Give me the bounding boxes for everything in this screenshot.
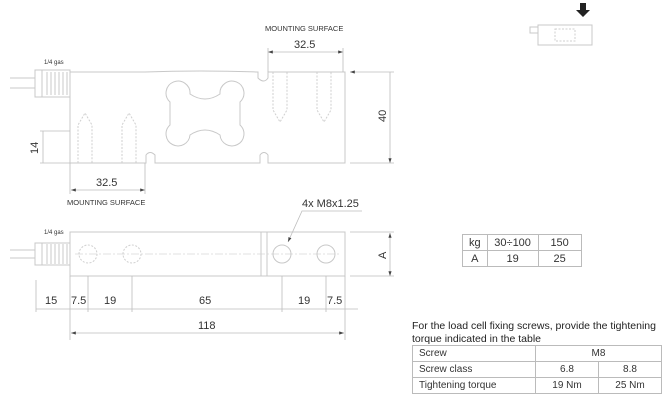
connector-label: 1/4 gas — [44, 230, 64, 236]
top-mounting-dim: 32.5 — [294, 39, 315, 51]
mounting-hole — [122, 244, 142, 264]
mounting-hole — [78, 244, 98, 264]
load-cell-body — [69, 231, 346, 277]
bending-beam-cutout — [165, 80, 245, 147]
cell: Screw — [412, 345, 536, 362]
total-length-dim: 118 — [198, 320, 216, 332]
bottom-mounting-dim: 32.5 — [96, 177, 117, 189]
dim-7-5: 7.5 — [71, 295, 86, 307]
cell: 19 — [486, 250, 539, 267]
cell: Screw class — [412, 361, 536, 378]
load-cell-body — [69, 70, 346, 164]
cell: 19 Nm — [535, 377, 599, 394]
cell: 25 — [537, 250, 582, 267]
cell: kg — [462, 234, 488, 251]
top-mounting-surface-label: MOUNTING SURFACE — [265, 24, 343, 33]
bottom-view: 1/4 gas 4x M8x1.25 A 15 7.5 19 65 19 7.5… — [10, 198, 394, 340]
torque-caption: For the load cell fixing screws, provide… — [412, 320, 656, 345]
cell: Tightening torque — [412, 377, 536, 394]
dim-7-5: 7.5 — [327, 295, 342, 307]
dim-19: 19 — [104, 295, 116, 307]
connector — [34, 69, 71, 98]
cell: M8 — [535, 345, 662, 362]
thread-label: 4x M8x1.25 — [302, 198, 359, 210]
load-arrow-icon — [576, 3, 590, 17]
cell: 150 — [537, 234, 582, 251]
dim-15: 15 — [45, 295, 57, 307]
side-view: MOUNTING SURFACE 32.5 40 14 32.5 MOUNTIN… — [10, 24, 394, 207]
height-dim: 40 — [377, 110, 389, 122]
connector-label: 1/4 gas — [44, 60, 64, 66]
offset-dim: 14 — [29, 142, 41, 154]
mounting-hole — [316, 244, 336, 264]
mounting-hole — [272, 244, 292, 264]
cell: 6.8 — [535, 361, 599, 378]
cable — [10, 77, 35, 89]
load-direction-thumbnail — [529, 3, 593, 46]
dim-65: 65 — [199, 295, 211, 307]
cell: 25 Nm — [598, 377, 662, 394]
cell: 8.8 — [598, 361, 662, 378]
dim-19: 19 — [298, 295, 310, 307]
cell: 30÷100 — [486, 234, 539, 251]
cell: A — [462, 250, 488, 267]
bottom-mounting-surface-label: MOUNTING SURFACE — [67, 198, 145, 207]
width-dim: A — [377, 251, 389, 259]
